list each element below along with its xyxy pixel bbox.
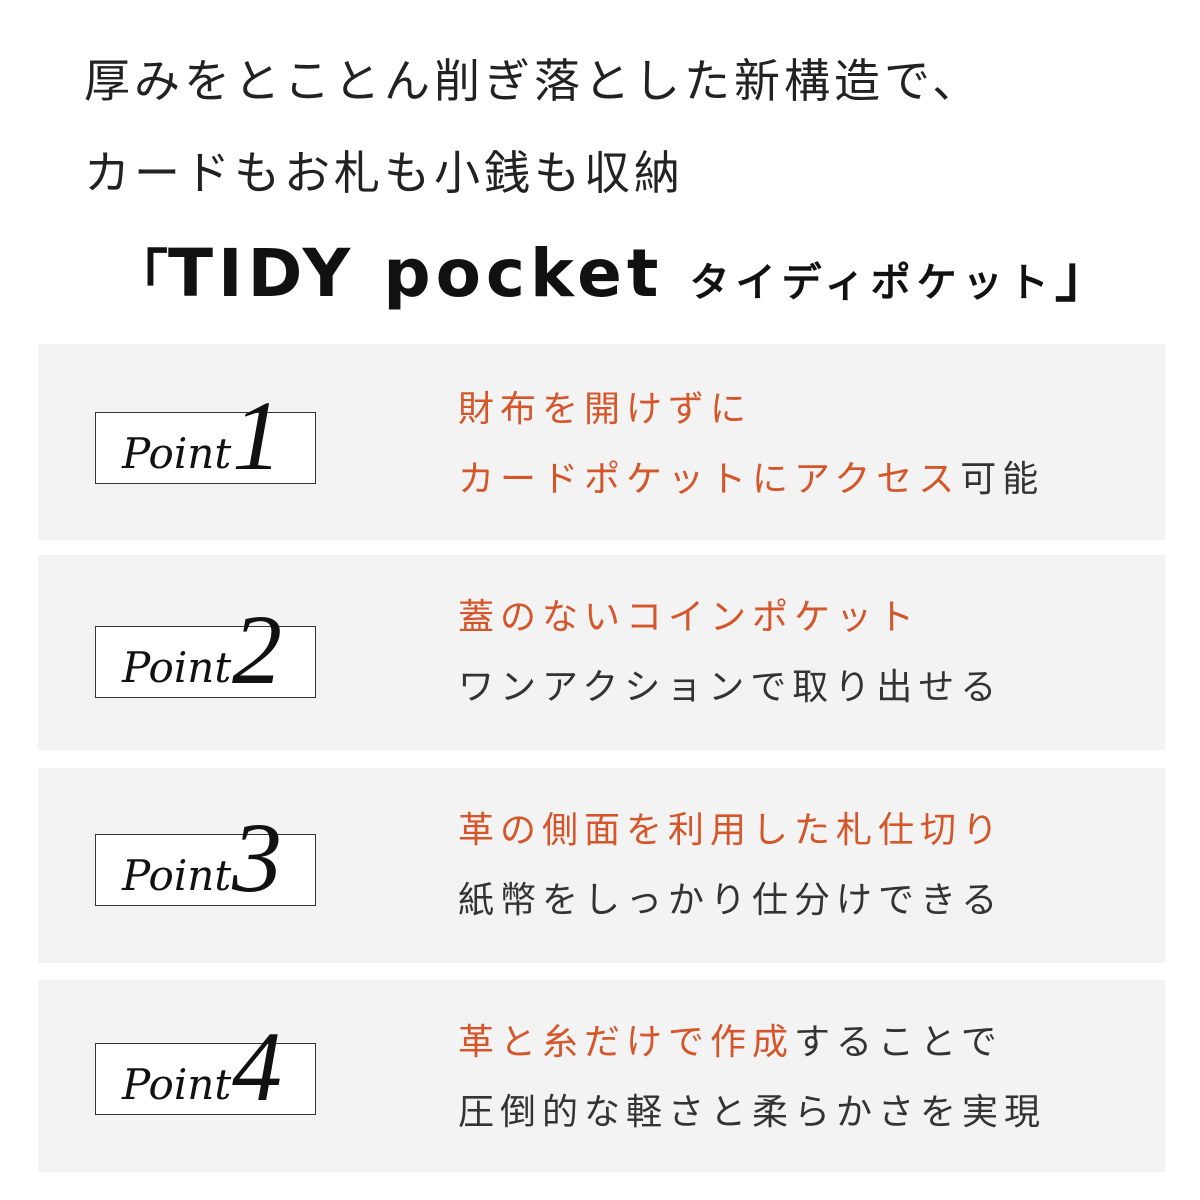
point-badge-number: 4 [232,1011,282,1122]
point-2-line-1: 蓋のないコインポケット [458,597,921,638]
point-card-4: Point 4 革と糸だけで作成することで 圧倒的な軽さと柔らかさを実現 [38,980,1165,1172]
point-4-line-2: 圧倒的な軽さと柔らかさを実現 [458,1092,1047,1133]
point-badge-word: Point [122,851,232,900]
point-badge-word: Point [122,643,232,692]
point-card-1: Point 1 財布を開けずに カードポケットにアクセス可能 [38,344,1165,540]
point-4-line-1-accent: 革と糸だけで作成 [458,1022,795,1063]
headline-line-2: カードもお札も小銭も収納 [84,146,684,200]
bracket-open: 「 [112,245,168,310]
point-2-line-2: ワンアクションで取り出せる [458,667,1003,708]
point-3-line-2: 紙幣をしっかり仕分けできる [458,880,1004,921]
brand-name-en: TIDY pocket [168,235,664,312]
point-1-line-1: 財布を開けずに [458,389,753,430]
brand-name-kana: タイディポケット [689,260,1055,306]
point-badge-2: Point 2 [95,600,316,700]
point-badge-4: Point 4 [95,1017,316,1117]
point-badge-3: Point 3 [95,808,316,908]
point-badge-number: 2 [232,594,282,705]
headline-line-1: 厚みをとことん削ぎ落とした新構造で、 [84,54,983,108]
point-3-line-1: 革の側面を利用した札仕切り [458,810,1005,851]
bracket-close: 」 [1054,245,1111,310]
point-1-line-2-plain: 可能 [960,459,1045,500]
point-badge-number: 1 [232,380,282,491]
point-badge-number: 3 [232,802,282,913]
point-badge-1: Point 1 [95,386,316,486]
point-1-line-2-accent: カードポケットにアクセス [458,459,961,500]
point-card-3: Point 3 革の側面を利用した札仕切り 紙幣をしっかり仕分けできる [38,768,1165,963]
point-card-2: Point 2 蓋のないコインポケット ワンアクションで取り出せる [38,555,1165,750]
brand-title: 「 TIDY pocket タイディポケット 」 [112,232,1111,313]
point-4-line-1-plain: することで [794,1022,1003,1063]
point-badge-word: Point [122,429,232,478]
point-badge-word: Point [122,1060,232,1109]
